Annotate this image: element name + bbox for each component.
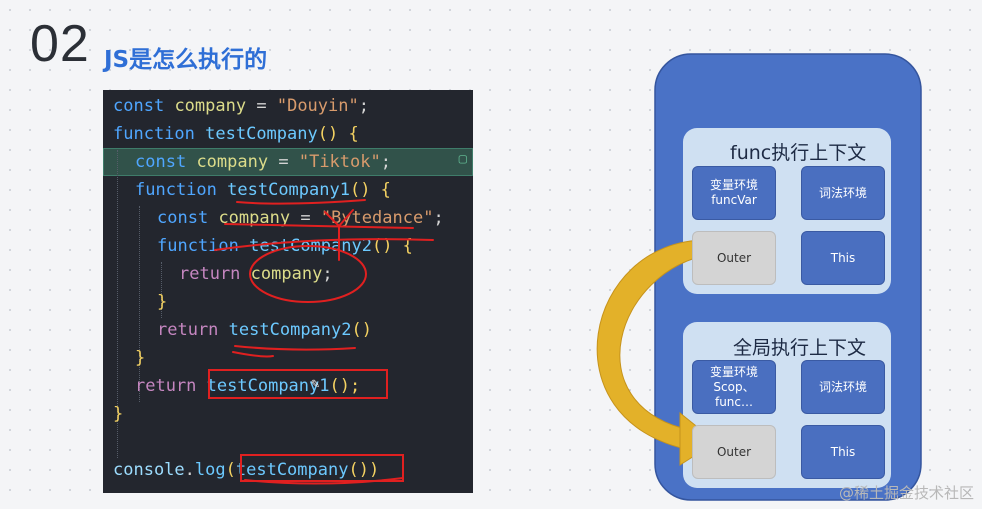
lex-env-label: 词法环境: [818, 185, 867, 200]
var-env-sub: func…: [714, 394, 754, 409]
indent-guide: [161, 262, 162, 318]
code-line-4: function testCompany1() {: [135, 180, 391, 200]
this-label: This: [830, 444, 856, 459]
var-env-label: 变量环境: [709, 178, 758, 192]
global-lex-env-cell: 词法环境: [801, 360, 885, 414]
global-var-env-cell: 变量环境 Scop、 func…: [692, 360, 776, 414]
watermark: @稀土掘金技术社区: [838, 484, 974, 502]
var-env-sub: Scop、: [713, 379, 755, 394]
code-line-3: const company = "Tiktok";: [135, 152, 391, 172]
indent-guide: [139, 206, 140, 402]
global-outer-cell: Outer: [692, 425, 776, 479]
code-editor[interactable]: ▢ const company = "Douyin"; function tes…: [103, 90, 473, 493]
slide-title: JS是怎么执行的: [104, 47, 268, 73]
highlighted-line: [103, 148, 473, 176]
outer-label: Outer: [716, 250, 752, 265]
this-label: This: [830, 250, 856, 265]
code-line-9: return testCompany2(): [157, 320, 372, 340]
code-line-12: }: [113, 404, 124, 424]
global-context-title: 全局执行上下文: [733, 337, 867, 359]
indent-guide: [117, 150, 118, 458]
global-this-cell: This: [801, 425, 885, 479]
func-lex-env-cell: 词法环境: [801, 166, 885, 220]
code-line-2: function testCompany() {: [113, 124, 359, 144]
func-var-env-cell: 变量环境 funcVar: [692, 166, 776, 220]
func-outer-cell: Outer: [692, 231, 776, 285]
func-context-title: func执行上下文: [730, 142, 867, 164]
var-env-label: 变量环境: [709, 364, 758, 379]
outer-label: Outer: [716, 444, 752, 459]
gutter-marker-icon: ▢: [458, 151, 467, 167]
var-env-sub: funcVar: [711, 193, 757, 207]
func-this-cell: This: [801, 231, 885, 285]
slide-number: 02: [30, 15, 90, 73]
lex-env-label: 词法环境: [818, 379, 867, 394]
code-line-8: }: [157, 292, 168, 312]
code-line-1: const company = "Douyin";: [113, 96, 369, 116]
code-line-10: }: [135, 348, 146, 368]
